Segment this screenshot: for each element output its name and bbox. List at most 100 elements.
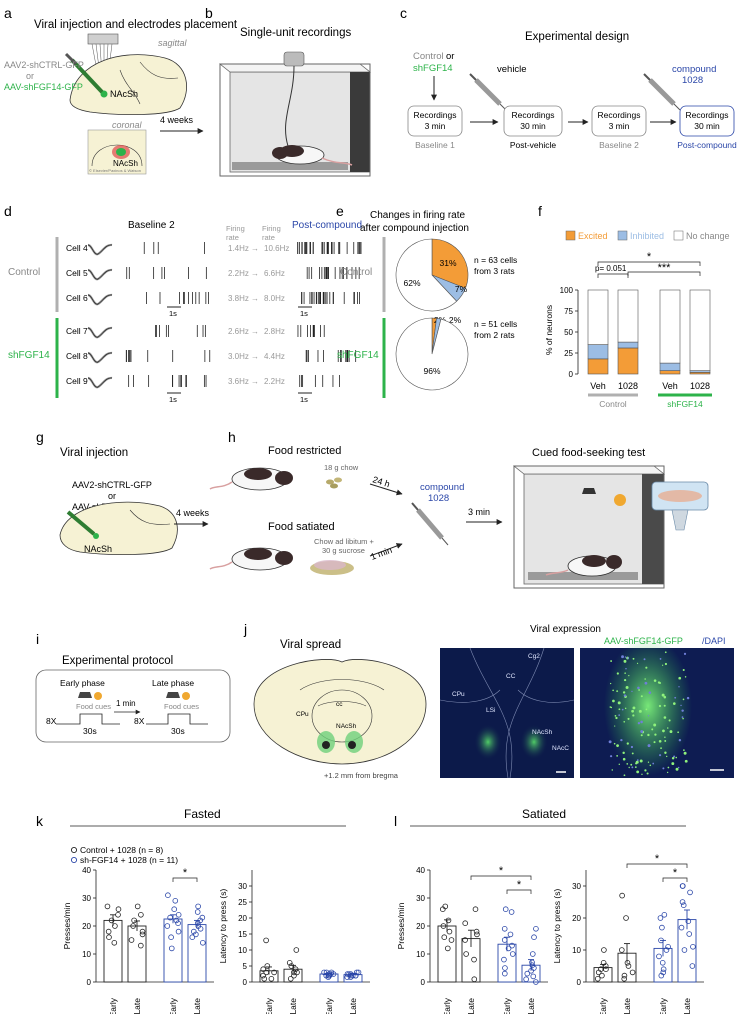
sig-bracket: [172, 877, 198, 882]
data-point: [658, 972, 665, 979]
syringe-compound-icon: [643, 73, 681, 111]
gfp-cell: [675, 756, 678, 759]
x-tick-label: Early: [658, 997, 668, 1014]
gfp-cell: [627, 657, 630, 659]
data-point: [130, 923, 136, 929]
gfp-cell: [612, 689, 614, 692]
bregma-label: +1.2 mm from bregma: [324, 771, 399, 780]
bar-segment: [659, 370, 681, 375]
panel-l: l Satiated: [394, 807, 686, 829]
panel-l-title: Satiated: [522, 807, 566, 821]
firing-rate-pre: 2.6Hz: [228, 327, 249, 336]
gfp-cell: [648, 691, 652, 694]
electrode-array-icon: [87, 33, 119, 45]
region-nacsh-atlas: NAcSh: [336, 723, 357, 730]
gfp-cell: [647, 744, 651, 748]
data-point: [194, 909, 201, 915]
x-tick-label: Early: [324, 997, 334, 1014]
chow-pellets-icon: [326, 477, 342, 489]
panel-h: h Food restricted 18 g chow Food satiate…: [209, 429, 709, 589]
x-tick-label: Late: [132, 998, 142, 1014]
pellet-dispenser-icon: [651, 481, 709, 531]
data-point: [533, 979, 539, 985]
gfp-cell: [616, 690, 619, 693]
gfp-cell: [613, 742, 616, 745]
group-label: shFGF14: [667, 399, 703, 409]
group-control-label-e: Control: [340, 267, 372, 278]
gfp-cell: [608, 740, 612, 744]
x-tick-label: Veh: [590, 381, 606, 391]
gfp-cell: [681, 716, 684, 718]
data-point: [346, 971, 352, 977]
y-tick-label: 10: [572, 946, 581, 955]
data-point: [690, 943, 696, 950]
y-tick-label: 10: [416, 950, 425, 959]
data-point: [595, 969, 602, 976]
gfp-cell: [640, 730, 644, 733]
y-axis-label: Presses/min: [396, 902, 406, 949]
bar-segment: [617, 347, 639, 375]
gfp-cells: [608, 651, 690, 777]
food-pile-icon: [310, 560, 354, 575]
data-point: [128, 937, 135, 943]
firing-rate-pre: 1.4Hz: [228, 244, 249, 253]
gfp-cell: [645, 666, 648, 669]
panel-letter-h: h: [228, 429, 236, 445]
gfp-cell: [622, 757, 626, 761]
sig-label: *: [499, 865, 504, 877]
legend-control-marker: [70, 846, 78, 854]
x-tick-label: Early: [168, 997, 178, 1014]
gfp-cell: [664, 662, 668, 666]
gfp-cell: [645, 708, 648, 711]
data-point: [505, 945, 512, 952]
time-24h: 24 h: [371, 474, 391, 489]
data-point: [347, 974, 354, 980]
gfp-cell: [664, 736, 666, 738]
gfp-cell: [624, 707, 627, 710]
data-point: [658, 937, 664, 944]
region-lsi-micro: LSi: [486, 707, 495, 714]
data-point: [533, 925, 539, 932]
sat-food-label-1: Chow ad libitum +: [314, 537, 374, 546]
gfp-cell: [624, 656, 627, 658]
gfp-cell: [675, 767, 679, 771]
vehicle-label: vehicle: [497, 64, 527, 75]
data-point: [293, 947, 300, 953]
gfp-cell: [631, 752, 634, 755]
gfp-cell: [680, 704, 682, 707]
gfp-cell: [662, 767, 665, 770]
data-point: [171, 906, 178, 912]
legend-control-label: Control + 1028 (n = 8): [80, 845, 163, 855]
x-tick-label: Late: [466, 998, 476, 1014]
y-tick-label: 75: [564, 307, 573, 316]
x-tick-label: Early: [502, 997, 512, 1014]
data-point: [594, 975, 601, 982]
gfp-cell: [632, 657, 635, 660]
panel-letter-a: a: [4, 5, 12, 21]
data-point: [531, 965, 537, 971]
region-cc-micro: CC: [506, 673, 516, 680]
gfp-cell: [626, 763, 629, 765]
gfp-cell: [653, 679, 657, 682]
gfp-cell: [614, 714, 617, 717]
firing-rate-header-1b: rate: [226, 233, 239, 242]
pie-label: 31%: [439, 258, 456, 268]
image-credit: © Elsevier/Paxinos & Watson: [89, 168, 141, 173]
gfp-cell: [624, 672, 626, 674]
gfp-cell: [636, 770, 640, 774]
legend-sh-marker: [70, 856, 78, 864]
syringe-vehicle-icon: [469, 73, 507, 111]
data-point: [657, 915, 664, 921]
cue-trace-late: [146, 713, 208, 725]
pie-control: 31%7%62%: [395, 238, 469, 312]
cell-name: Cell 7: [66, 326, 88, 336]
gfp-cell: [684, 759, 688, 763]
y-tick-label: 5: [243, 962, 248, 971]
data-point: [625, 963, 632, 969]
panel-c: c Experimental design Control or shFGF14…: [400, 5, 737, 150]
